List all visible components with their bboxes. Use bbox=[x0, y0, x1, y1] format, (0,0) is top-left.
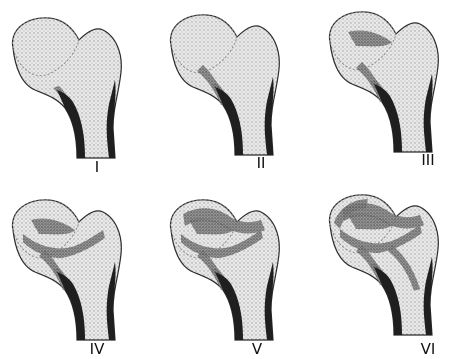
panel-label-v: V bbox=[252, 340, 263, 358]
femur-panel-iv bbox=[12, 200, 121, 340]
panel-label-iii: III bbox=[421, 151, 434, 169]
femur-panel-i bbox=[12, 18, 121, 158]
femur-panel-v bbox=[170, 200, 279, 340]
femur-panel-iii bbox=[329, 12, 438, 152]
femur-outline bbox=[329, 12, 438, 152]
panel-label-vi: VI bbox=[421, 340, 436, 358]
femur-outline bbox=[170, 15, 279, 155]
femur-panel-ii bbox=[170, 15, 279, 155]
femur-outline bbox=[12, 18, 121, 158]
panel-label-iv: IV bbox=[90, 340, 105, 358]
panel-label-ii: II bbox=[257, 154, 266, 172]
femur-outline bbox=[12, 200, 121, 340]
femur-panel-vi bbox=[329, 195, 438, 335]
panel-label-i: I bbox=[95, 158, 99, 176]
